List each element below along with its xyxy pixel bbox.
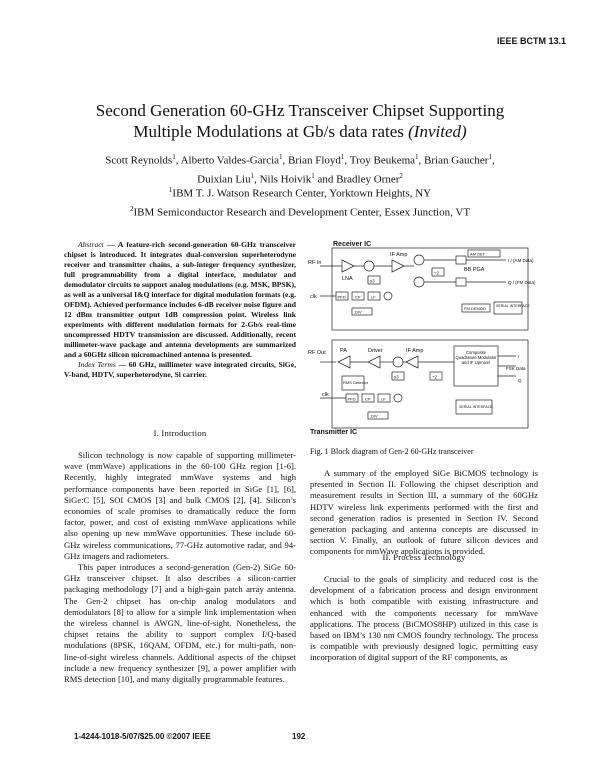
paragraph: Silicon technology is now capable of sup… bbox=[64, 450, 296, 561]
abstract: Abstract — A feature-rich second-generat… bbox=[64, 240, 296, 380]
tx-q-label: Q bbox=[518, 378, 522, 383]
receiver-title: Receiver IC bbox=[333, 241, 371, 248]
author-list: Scott Reynolds1, Alberto Valdes-Garcia1,… bbox=[105, 153, 495, 186]
am-detector-block bbox=[467, 249, 501, 258]
tx-cp-label: CP bbox=[365, 397, 371, 402]
pa-amplifier bbox=[337, 355, 351, 369]
rx-lf-label: LF bbox=[371, 295, 376, 300]
tx-serial-interface-block bbox=[455, 399, 493, 415]
abstract-label: Abstract bbox=[78, 240, 104, 249]
tx-x3-multiplier bbox=[391, 371, 405, 381]
tx-div2-label: ÷2 bbox=[432, 375, 437, 380]
rx-clk-label: clk bbox=[310, 294, 317, 300]
rx-if-mixer-i bbox=[413, 254, 425, 266]
rf-in-label: RF In bbox=[308, 260, 321, 266]
affiliation-1: 1IBM T. J. Watson Research Center, Yorkt… bbox=[168, 186, 432, 200]
author: Bradley Orner bbox=[336, 173, 400, 186]
tx-divider bbox=[429, 371, 443, 381]
tx-lf-label: LF bbox=[381, 397, 386, 402]
section-heading-introduction: I. Introduction bbox=[153, 428, 207, 438]
paper-title: Second Generation 60-GHz Transceiver Chi… bbox=[40, 100, 560, 142]
process-body: Crucial to the goals of simplicity and r… bbox=[310, 574, 538, 664]
title-line-2: Multiple Modulations at Gb/s data rates … bbox=[133, 122, 467, 141]
introduction-body: Silicon technology is now capable of sup… bbox=[64, 450, 296, 685]
abstract-text: — A feature-rich second-generation 60-GH… bbox=[64, 240, 296, 359]
affiliation-2: 2IBM Semiconductor Research and Developm… bbox=[129, 204, 471, 219]
am-det-label: AM DET bbox=[470, 252, 486, 257]
driver-amplifier bbox=[367, 355, 381, 369]
tx-i-label: I bbox=[518, 354, 519, 359]
tx-serial-if-label: SERIAL INTERFACE bbox=[459, 405, 493, 409]
figure-block-diagram: Receiver IC RF In LNA IF Amp x3 ÷2 AM DE… bbox=[306, 236, 538, 436]
transmitter-frame bbox=[331, 339, 529, 429]
affiliations: 1IBM T. J. Watson Research Center, Yorkt… bbox=[40, 183, 560, 220]
rx-div-label: DIV bbox=[355, 310, 362, 315]
composite-label-box: Composite Quadrature Modulator and IF Up… bbox=[455, 350, 497, 365]
index-terms-label: Index Terms bbox=[78, 360, 116, 369]
rx-i-output-label: I / (AM Data) bbox=[508, 258, 534, 263]
tx-pfd-label: PFD bbox=[348, 397, 356, 402]
author: Brian Floyd bbox=[288, 154, 341, 167]
author: Duixian Liu bbox=[197, 173, 251, 186]
rx-if-amp-label: IF Amp bbox=[390, 252, 407, 258]
fm-demod-block bbox=[461, 303, 491, 313]
rms-detector-label: RMS Detector bbox=[343, 380, 369, 385]
receiver-frame bbox=[331, 247, 529, 331]
rx-pfd-label: PFD bbox=[338, 295, 346, 300]
paragraph: This paper introduces a second-generatio… bbox=[64, 562, 296, 685]
driver-label: Driver bbox=[368, 348, 383, 354]
bb-pga-label: BB PGA bbox=[464, 267, 485, 273]
tx-clk-label: clk bbox=[322, 392, 329, 398]
tx-if-amp-label: IF Amp bbox=[406, 348, 423, 354]
fm-demod-label: FM DEMOD bbox=[464, 306, 486, 311]
author: Brian Gaucher bbox=[424, 154, 489, 167]
author: Nils Hoivik bbox=[259, 173, 312, 186]
rf-out-label: RF Out bbox=[308, 350, 326, 356]
rx-q-output-label: Q / (FM Data) bbox=[508, 280, 536, 285]
conference-header: IEEE BCTM 13.1 bbox=[496, 36, 566, 46]
title-line-1: Second Generation 60-GHz Transceiver Chi… bbox=[95, 101, 505, 120]
rx-x3-label: x3 bbox=[370, 279, 375, 284]
rms-detector-block bbox=[341, 375, 365, 391]
block-diagram-svg: Receiver IC RF In LNA IF Amp x3 ÷2 AM DE… bbox=[308, 241, 536, 436]
index-terms-text: — 60 GHz, millimeter wave integrated cir… bbox=[64, 360, 296, 379]
paragraph: Crucial to the goals of simplicity and r… bbox=[310, 574, 538, 663]
rx-serial-interface-block bbox=[493, 301, 523, 315]
author: Scott Reynolds bbox=[105, 154, 173, 167]
section-heading-process: II. Process Technology bbox=[382, 552, 466, 562]
summary-body: A summary of the employed SiGe BiCMOS te… bbox=[310, 468, 538, 558]
tx-rf-mixer bbox=[392, 356, 404, 368]
composite-modulator-label: Composite Quadrature Modulator and IF Up… bbox=[455, 350, 497, 365]
rx-div2-label: ÷2 bbox=[434, 271, 439, 276]
lna-amplifier bbox=[341, 259, 355, 273]
rx-cp-label: CP bbox=[355, 295, 361, 300]
rx-serial-if-label: SERIAL INTERFACE bbox=[496, 304, 530, 308]
page-number: 192 bbox=[292, 732, 306, 741]
invited-tag: (Invited) bbox=[408, 122, 467, 141]
transmitter-title: Transmitter IC bbox=[310, 429, 357, 436]
tx-if-amplifier bbox=[405, 355, 419, 369]
rx-x3-multiplier bbox=[367, 275, 381, 285]
pa-label: PA bbox=[340, 348, 347, 354]
rx-rf-mixer bbox=[363, 260, 375, 272]
rx-if-mixer-q bbox=[413, 276, 425, 288]
paragraph: A summary of the employed SiGe BiCMOS te… bbox=[310, 468, 538, 557]
author: Troy Beukema bbox=[349, 154, 416, 167]
tx-fsk-label: FSK Data bbox=[506, 366, 526, 371]
footer-copyright: 1-4244-1018-5/07/$25.00 ©2007 IEEE bbox=[74, 732, 211, 741]
figure-caption: Fig. 1 Block diagram of Gen-2 60-GHz tra… bbox=[310, 447, 474, 456]
rx-if-amplifier bbox=[391, 259, 405, 273]
rx-divider bbox=[431, 267, 445, 277]
tx-x3-label: x3 bbox=[394, 375, 399, 380]
tx-div-label: DIV bbox=[371, 414, 378, 419]
author: Alberto Valdes-Garcia bbox=[180, 154, 280, 167]
lna-label: LNA bbox=[342, 276, 353, 282]
